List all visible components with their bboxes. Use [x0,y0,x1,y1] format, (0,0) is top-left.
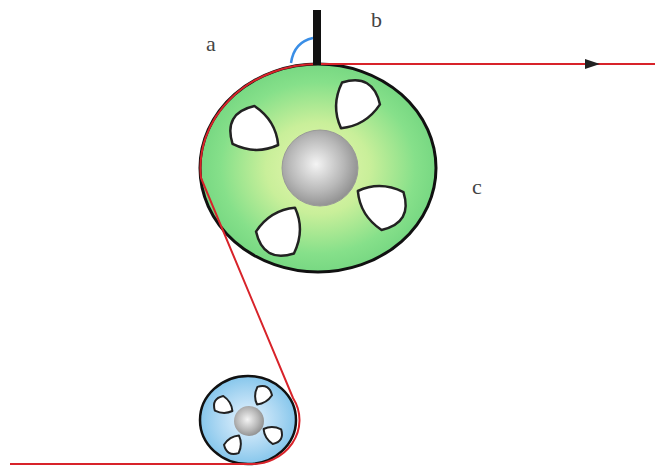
roller-hole [230,106,278,150]
roller-hole [264,427,282,444]
roller-hole [336,80,380,128]
small-roller [200,376,296,464]
angle-arc [291,38,313,63]
part-label: b [371,9,382,31]
part-label: c [472,176,482,198]
part-label: a [206,33,216,55]
roller-hole [224,436,241,454]
roller-hole [255,386,272,404]
web-arrow-head [585,59,600,69]
roller-hole [214,396,232,413]
web-strip [10,64,655,464]
blade [313,10,321,65]
roller-hole [256,208,300,256]
roller-hole [358,186,406,230]
